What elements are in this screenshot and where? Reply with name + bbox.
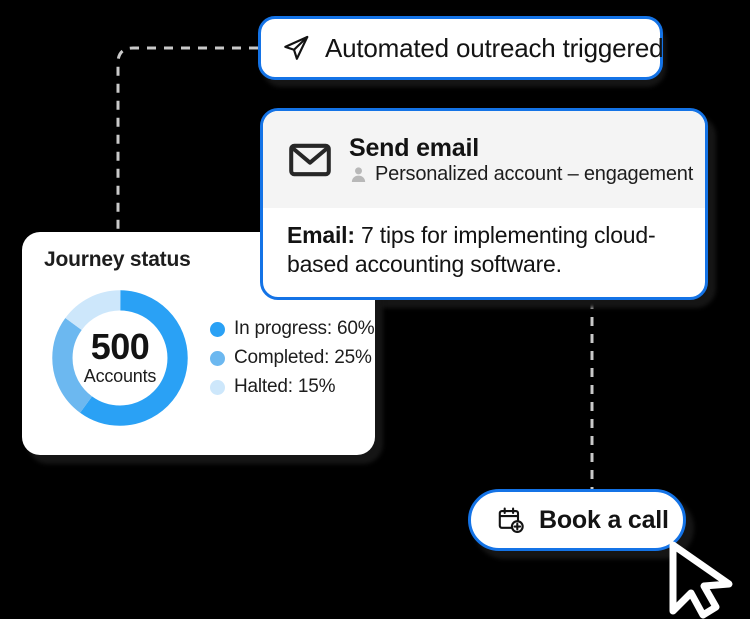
- send-paper-plane-icon: [284, 35, 309, 60]
- legend-label-in-progress: In progress: 60%: [234, 318, 375, 339]
- journey-status-title: Journey status: [44, 248, 191, 271]
- email-card-header-text: Send email Personalized account – engage…: [349, 134, 693, 186]
- journey-status-body: 500 Accounts In progress: 60% Completed:…: [44, 282, 375, 434]
- email-body-prefix: Email:: [287, 222, 355, 248]
- legend-dot-halted: [210, 379, 225, 395]
- donut-value: 500: [90, 326, 150, 367]
- donut-segment-completed: [52, 290, 188, 426]
- legend-item-in-progress: In progress: 60%: [210, 318, 375, 340]
- send-email-card[interactable]: Send email Personalized account – engage…: [260, 108, 708, 300]
- email-card-body: Email: 7 tips for implementing cloud-bas…: [263, 208, 705, 280]
- journey-legend: In progress: 60% Completed: 25% Halted: …: [210, 318, 375, 398]
- email-body-text: 7 tips for implementing cloud-based acco…: [287, 222, 656, 278]
- calendar-plus-icon: [498, 507, 524, 533]
- legend-dot-completed: [210, 350, 225, 366]
- email-card-header: Send email Personalized account – engage…: [263, 111, 705, 208]
- legend-label-halted: Halted: 15%: [234, 376, 336, 397]
- send-email-title: Send email: [349, 133, 479, 162]
- donut-segment-in-progress: [52, 290, 188, 426]
- legend-label-completed: Completed: 25%: [234, 347, 372, 368]
- legend-item-completed: Completed: 25%: [210, 347, 374, 369]
- automated-outreach-trigger-pill[interactable]: Automated outreach triggered: [258, 16, 664, 80]
- journey-donut-chart: 500 Accounts: [44, 282, 196, 434]
- book-a-call-button[interactable]: Book a call: [468, 489, 686, 551]
- legend-dot-in-progress: [210, 321, 225, 337]
- person-icon: [351, 166, 366, 182]
- donut-unit: Accounts: [83, 366, 157, 386]
- book-a-call-label: Book a call: [539, 505, 669, 534]
- journey-status-card[interactable]: Journey status 500 Accounts: [22, 232, 375, 455]
- persona-label: Personalized account – engagement: [375, 162, 694, 185]
- legend-item-halted: Halted: 15%: [210, 376, 374, 398]
- donut-segment-halted: [52, 290, 188, 426]
- persona-row: Personalized account – engagement: [349, 163, 693, 186]
- mouse-arrow-cursor: [669, 541, 733, 619]
- donut-center-label: 500 Accounts: [44, 282, 196, 434]
- envelope-icon: [289, 143, 331, 176]
- trigger-pill-label: Automated outreach triggered: [325, 32, 664, 63]
